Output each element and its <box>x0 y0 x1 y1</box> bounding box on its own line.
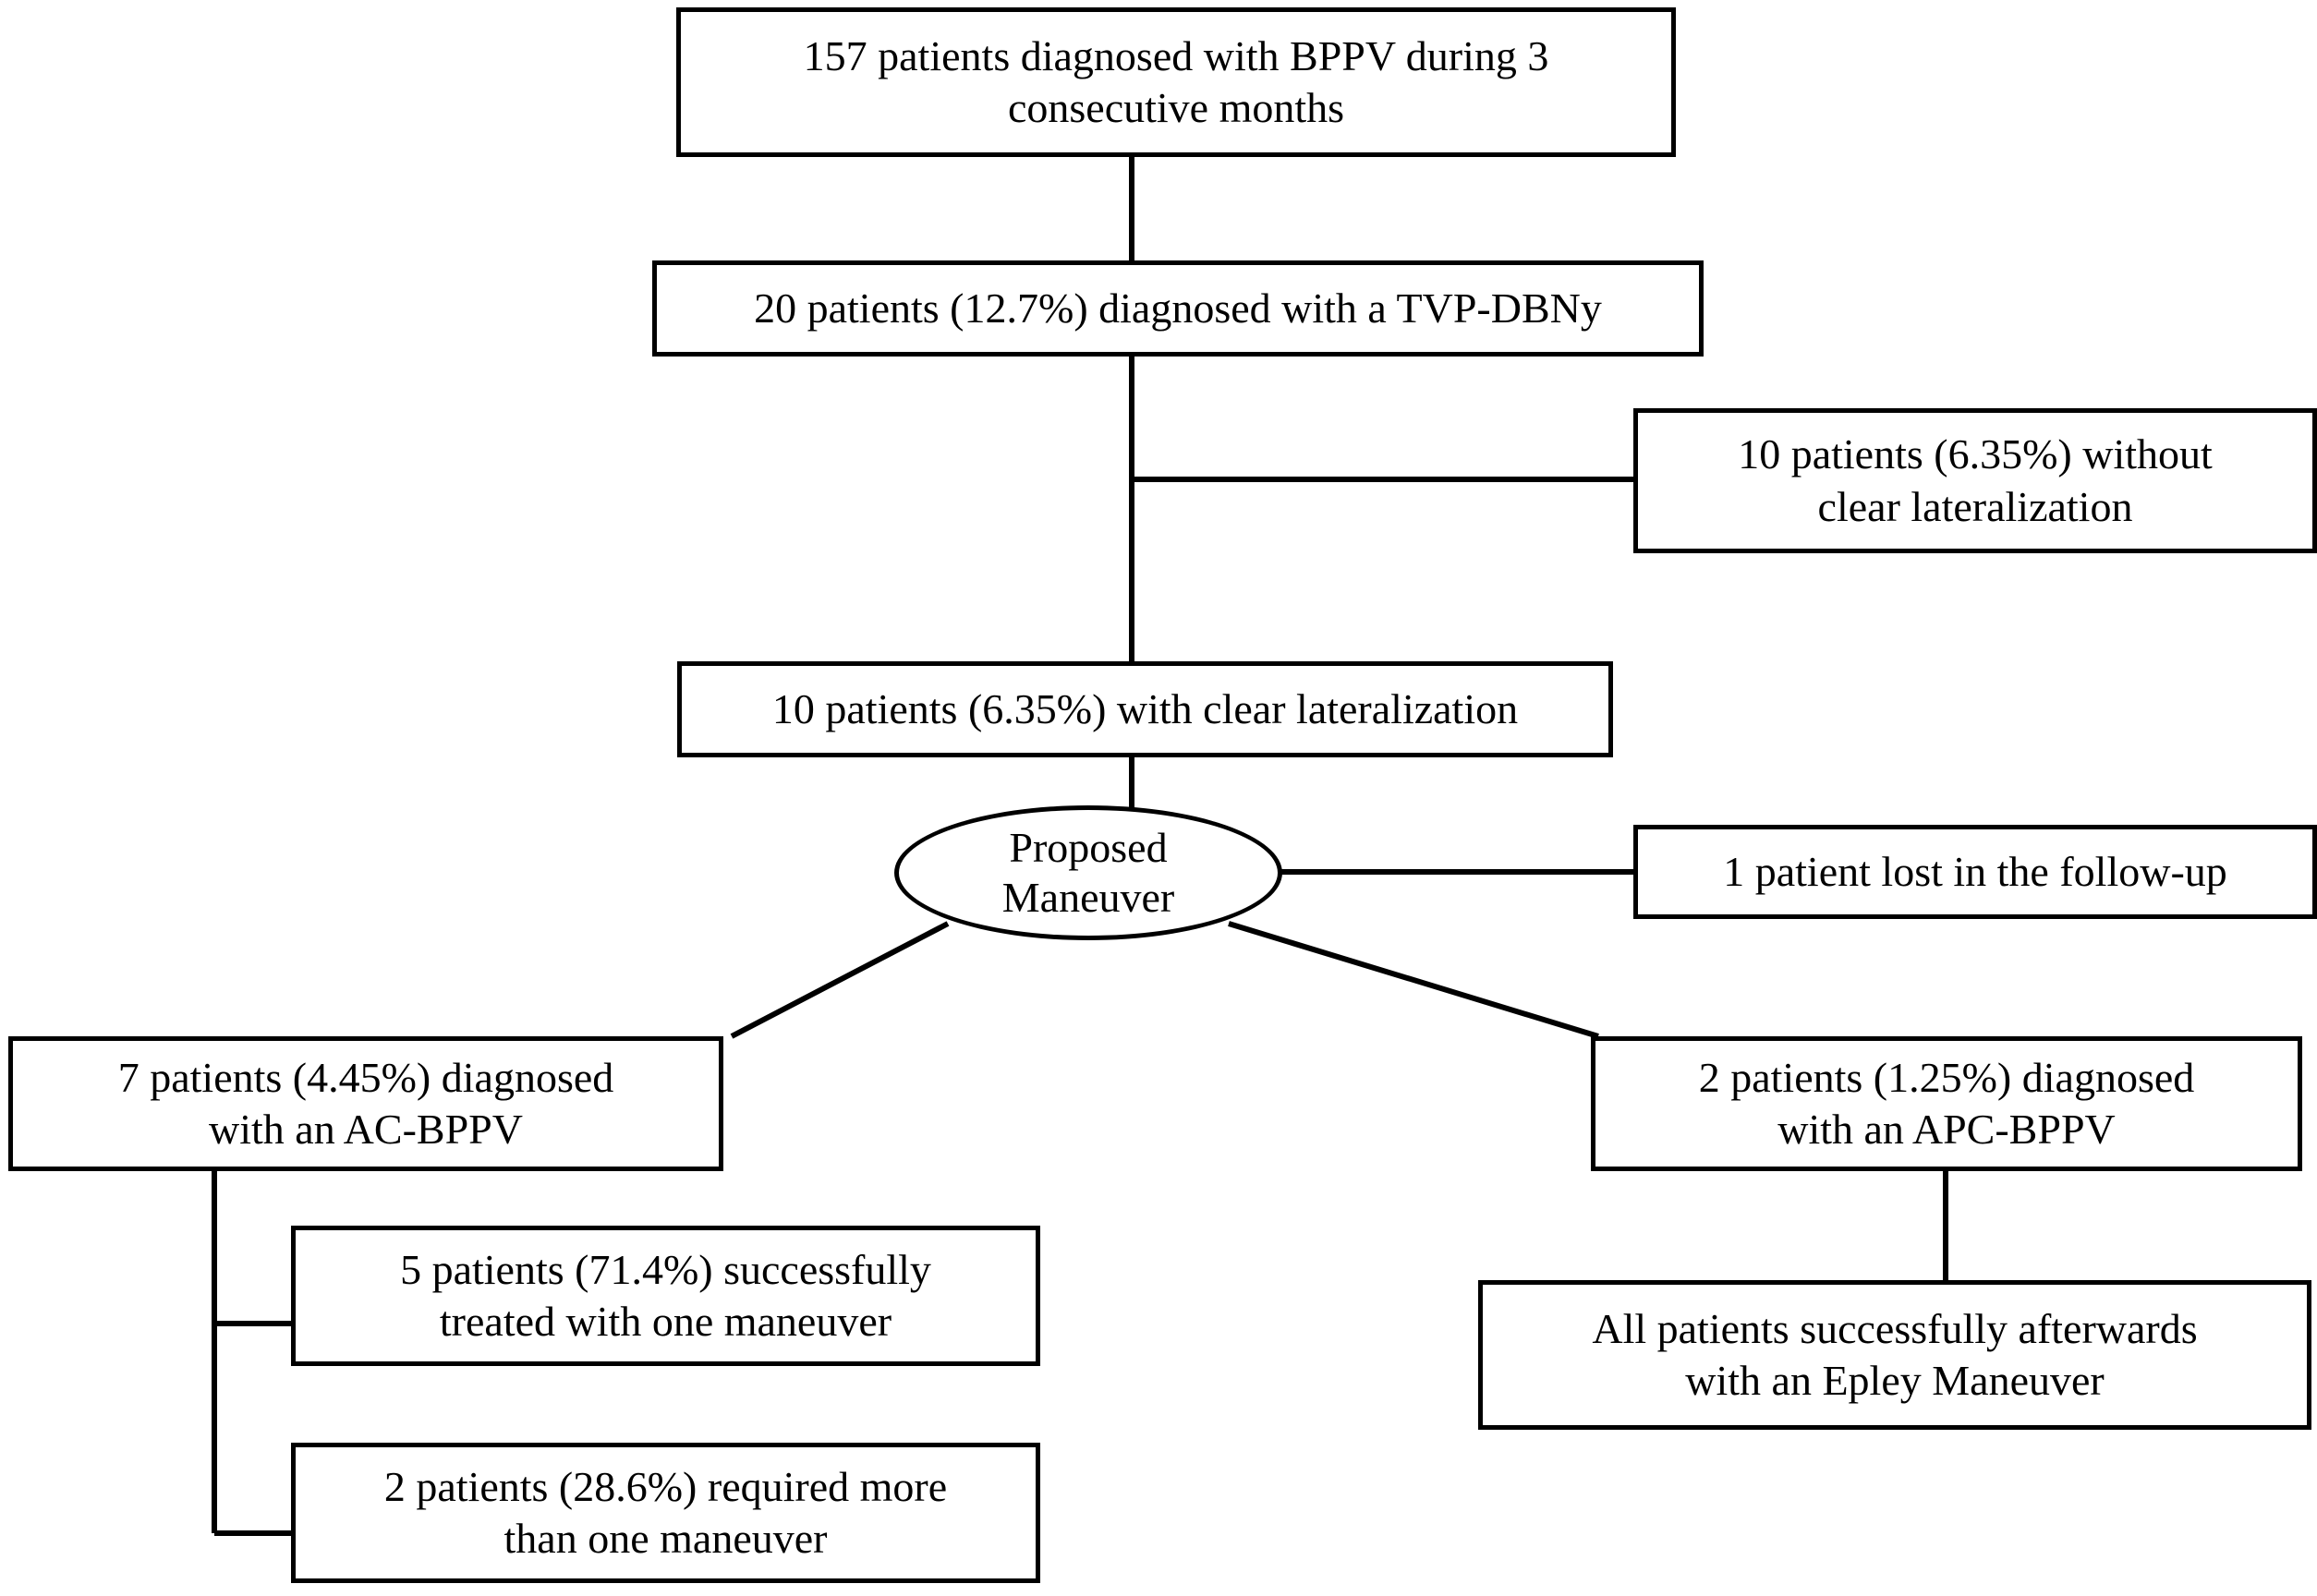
node-more-than-one-maneuver: 2 patients (28.6%) required more than on… <box>291 1443 1040 1583</box>
node-apc-bppv-line1: 2 patients (1.25%) diagnosed <box>1698 1053 2195 1101</box>
node-proposed-maneuver-line2: Maneuver <box>1001 874 1175 921</box>
node-apc-bppv-line2: with an APC-BPPV <box>1777 1106 2116 1153</box>
node-epley-maneuver-line2: with an Epley Maneuver <box>1685 1357 2105 1404</box>
node-apc-bppv: 2 patients (1.25%) diagnosed with an APC… <box>1591 1036 2302 1171</box>
node-one-maneuver: 5 patients (71.4%) successfully treated … <box>291 1226 1040 1366</box>
node-total-patients-line1: 157 patients diagnosed with BPPV during … <box>803 31 1549 79</box>
node-ac-bppv-line1: 7 patients (4.45%) diagnosed <box>117 1053 614 1101</box>
node-more-than-one-maneuver-line1: 2 patients (28.6%) required more <box>383 1462 948 1510</box>
node-one-maneuver-line1: 5 patients (71.4%) successfully <box>400 1245 931 1293</box>
node-clear-lateralization-label: 10 patients (6.35%) with clear lateraliz… <box>771 684 1519 732</box>
node-proposed-maneuver: Proposed Maneuver <box>894 805 1282 940</box>
node-epley-maneuver-line1: All patients successfully afterwards <box>1592 1304 2198 1352</box>
edge-ellipse-to-ac-bppv <box>730 921 950 1039</box>
node-clear-lateralization: 10 patients (6.35%) with clear lateraliz… <box>677 661 1613 757</box>
node-total-patients: 157 patients diagnosed with BPPV during … <box>676 7 1676 157</box>
node-no-clear-lateralization-line2: clear lateralization <box>1817 482 2133 530</box>
node-total-patients-line2: consecutive months <box>1007 84 1345 131</box>
node-no-clear-lateralization-line1: 10 patients (6.35%) without <box>1738 430 2213 478</box>
node-tvp-dbny: 20 patients (12.7%) diagnosed with a TVP… <box>652 260 1704 357</box>
node-lost-followup-label: 1 patient lost in the follow-up <box>1723 847 2227 895</box>
node-one-maneuver-line2: treated with one maneuver <box>439 1298 892 1345</box>
node-lost-followup: 1 patient lost in the follow-up <box>1633 825 2317 919</box>
node-more-than-one-maneuver-line2: than one maneuver <box>503 1515 828 1562</box>
node-ac-bppv: 7 patients (4.45%) diagnosed with an AC-… <box>8 1036 723 1171</box>
node-ac-bppv-line2: with an AC-BPPV <box>209 1106 523 1153</box>
node-proposed-maneuver-line1: Proposed <box>1009 823 1168 871</box>
node-tvp-dbny-label: 20 patients (12.7%) diagnosed with a TVP… <box>754 284 1602 332</box>
node-no-clear-lateralization: 10 patients (6.35%) without clear latera… <box>1633 408 2317 553</box>
node-epley-maneuver: All patients successfully afterwards wit… <box>1478 1280 2311 1430</box>
edge-ellipse-to-apc-bppv <box>1228 921 1599 1039</box>
